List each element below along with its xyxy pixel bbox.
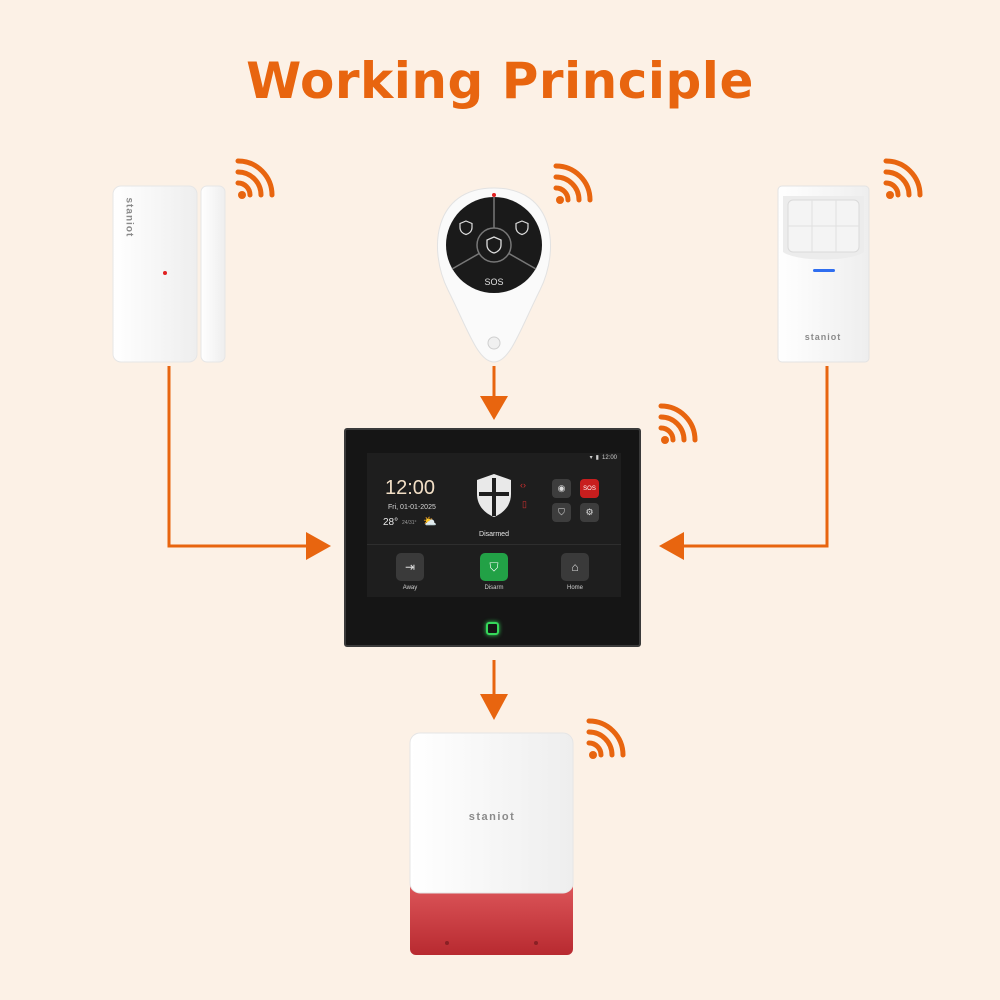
settings-tile[interactable]: ⚙ — [580, 503, 599, 522]
key-fob — [437, 187, 551, 363]
motion-sensor — [777, 185, 870, 363]
door-sensor — [112, 185, 226, 363]
shield-check-icon: ⛉ — [558, 507, 565, 517]
hub-temp-range: 24/31° — [402, 520, 417, 526]
arrow-icon — [306, 532, 331, 560]
shield-tile[interactable]: ⛉ — [552, 503, 571, 522]
siren-brand: staniot — [469, 811, 516, 823]
disarm-label: Disarm — [484, 585, 504, 591]
fob-sos-label: SOS — [484, 277, 503, 287]
connector-lines — [167, 366, 829, 696]
wifi-signal-icon — [556, 166, 590, 204]
wifi-signal-icon — [238, 161, 272, 199]
diagram-title: Working Principle — [246, 52, 754, 110]
hub-temperature: 28° — [383, 517, 399, 528]
door-sensor-brand: staniot — [123, 197, 135, 238]
wifi-signal-icon — [589, 721, 623, 759]
away-label: Away — [402, 585, 418, 591]
home-label: Home — [566, 585, 583, 591]
home-icon: ⌂ — [561, 553, 589, 581]
hub-date: Fri, 01-01-2025 — [388, 504, 436, 511]
alarm-icon: ‹› — [520, 480, 526, 490]
arm-status: Disarmed — [479, 531, 509, 538]
alarm-hub-panel: ▾ ▮ 12:00 12:00 Fri, 01-01-2025 28° 24/3… — [344, 428, 641, 647]
door-icon: ⇥ — [396, 553, 424, 581]
hub-indicator-light — [486, 622, 499, 635]
arrow-icon — [480, 396, 508, 420]
signal-icon: ◉ — [557, 483, 566, 493]
disarm-mode-button[interactable]: ⛉ Disarm — [474, 553, 514, 591]
weather-icon: ⛅ — [423, 516, 437, 528]
cellular-signal-icon: ▮ — [595, 455, 599, 461]
wifi-signal-icon: ▾ — [589, 455, 593, 461]
home-mode-button[interactable]: ⌂ Home — [555, 553, 595, 591]
status-bar: ▾ ▮ 12:00 — [589, 454, 617, 462]
sos-label: SOS — [583, 485, 596, 492]
screen-divider — [367, 544, 621, 545]
sos-button[interactable]: SOS — [580, 479, 599, 498]
door-open-icon: ▯ — [522, 499, 527, 509]
hub-screen: ▾ ▮ 12:00 12:00 Fri, 01-01-2025 28° 24/3… — [367, 453, 621, 597]
shield-icon — [477, 474, 511, 517]
away-mode-button[interactable]: ⇥ Away — [390, 553, 430, 591]
outdoor-siren — [409, 732, 574, 955]
hub-clock: 12:00 — [385, 477, 436, 499]
wifi-signal-icon — [661, 406, 695, 444]
status-bar-time: 12:00 — [601, 454, 617, 461]
wifi-signal-icon — [886, 161, 920, 199]
arrow-icon — [480, 694, 508, 720]
signal-tile[interactable]: ◉ — [552, 479, 571, 498]
motion-sensor-brand: staniot — [805, 332, 842, 342]
gear-icon: ⚙ — [585, 507, 594, 517]
shield-icon: ⛉ — [480, 553, 508, 581]
arrow-icon — [659, 532, 684, 560]
